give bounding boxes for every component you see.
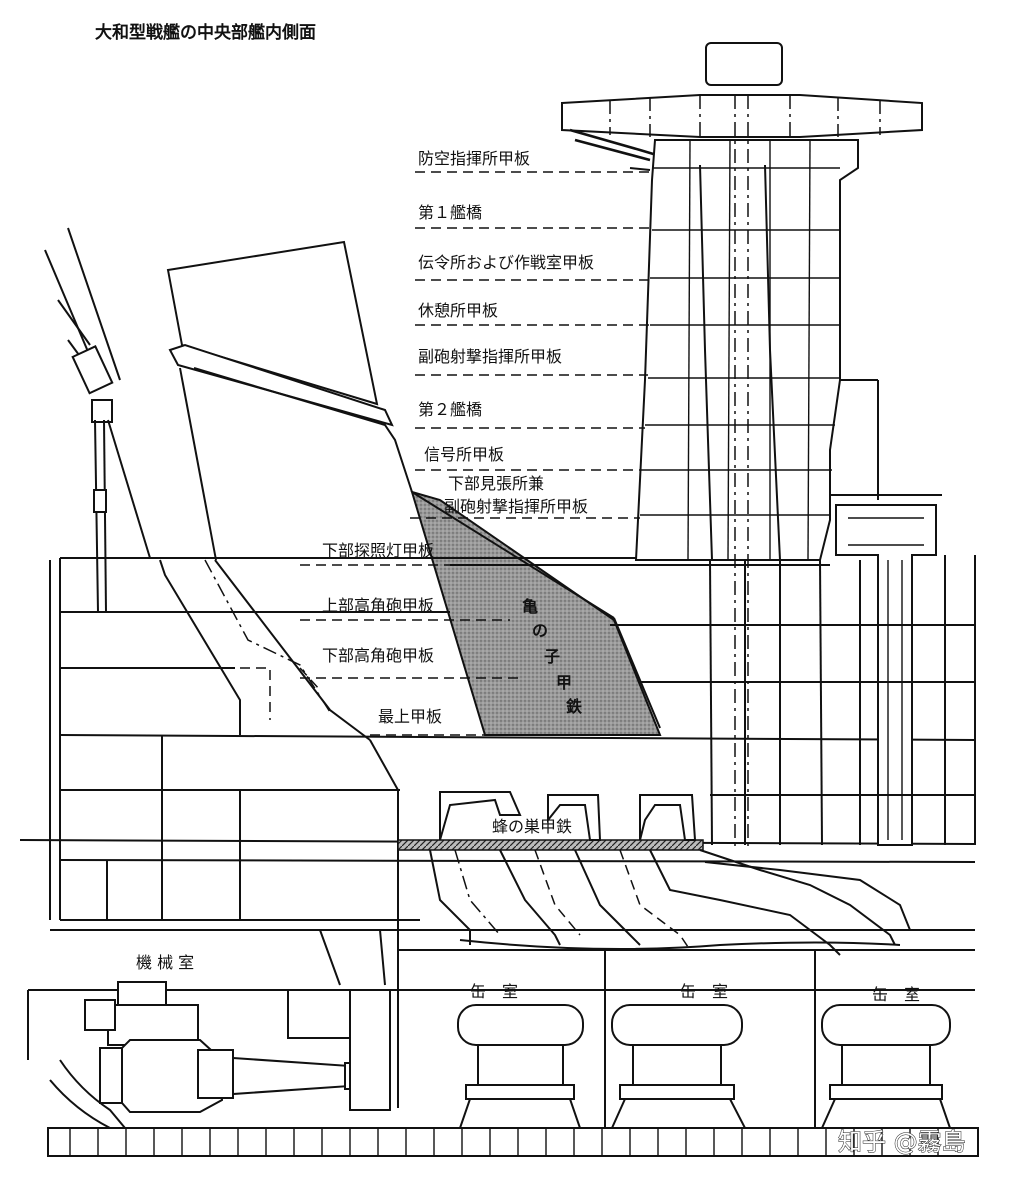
tower-bridge <box>561 42 942 850</box>
turtle-char-4: 甲 <box>556 673 572 692</box>
turtle-char-1: 亀 <box>522 597 538 616</box>
label-air-defense-deck: 防空指揮所甲板 <box>418 149 530 168</box>
deck-leader-lines <box>300 171 660 736</box>
turtle-char-3: 子 <box>544 647 560 666</box>
diagram-title: 大和型戦艦の中央部艦内側面 <box>95 22 316 43</box>
boiler-uptakes <box>429 791 911 956</box>
honeycomb-armor-label: 蜂の巣甲鉄 <box>492 817 572 836</box>
label-messenger-operations-deck: 伝令所および作戦室甲板 <box>418 253 594 272</box>
label-upper-ha-gun-deck: 上部高角砲甲板 <box>322 596 434 615</box>
boiler-room-label-1: 缶 室 <box>470 982 518 1001</box>
label-lower-searchlight-deck: 下部探照灯甲板 <box>322 541 434 560</box>
label-bridge-2: 第２艦橋 <box>418 400 482 419</box>
turtle-armor <box>410 490 662 736</box>
turtle-armor-label: 亀 の 子 甲 鉄 <box>522 597 582 716</box>
main-mast <box>44 227 151 613</box>
label-lower-secondary-fire-control-deck: 副砲射撃指揮所甲板 <box>444 497 588 516</box>
boiler-room-label-3: 缶 室 <box>872 985 920 1004</box>
boiler-3 <box>820 1004 952 1129</box>
label-bridge-1: 第１艦橋 <box>418 203 482 222</box>
label-lower-ha-gun-deck: 下部高角砲甲板 <box>322 646 434 665</box>
funnel <box>166 240 413 561</box>
label-lower-lookout: 下部見張所兼 <box>448 474 544 493</box>
machinery-room-label: 機 械 室 <box>136 953 194 972</box>
boiler-1 <box>457 1004 584 1129</box>
label-signal-deck: 信号所甲板 <box>424 445 504 464</box>
honeycomb-armor <box>397 839 704 851</box>
label-upper-deck: 最上甲板 <box>378 707 442 726</box>
turtle-char-5: 鉄 <box>566 697 582 716</box>
watermark: 知乎 @霧島 <box>838 1128 966 1156</box>
turtle-char-2: の <box>532 621 548 640</box>
label-rest-deck: 休憩所甲板 <box>418 301 498 320</box>
boiler-room-label-2: 缶 室 <box>680 982 728 1001</box>
boiler-2 <box>610 1004 747 1129</box>
hull-decks <box>19 557 976 921</box>
double-bottom <box>47 1127 979 1157</box>
t-column <box>835 504 937 846</box>
machinery-engine <box>49 981 391 1129</box>
deck-labels: 防空指揮所甲板 第１艦橋 伝令所および作戦室甲板 休憩所甲板 副砲射撃指揮所甲板… <box>322 149 594 726</box>
label-secondary-fire-control-deck: 副砲射撃指揮所甲板 <box>418 347 562 366</box>
